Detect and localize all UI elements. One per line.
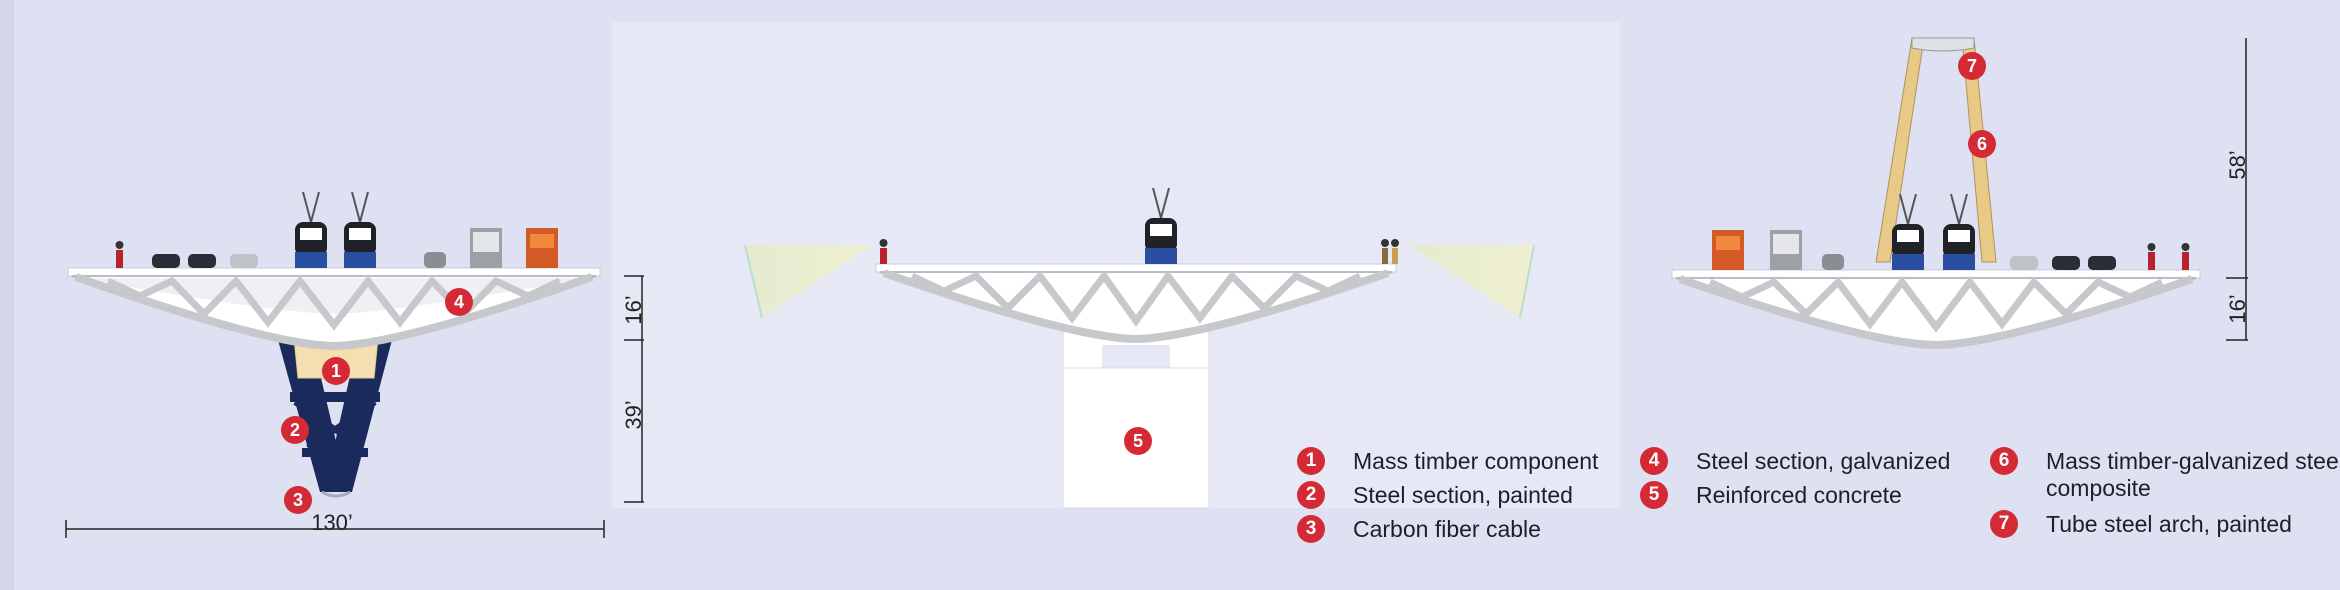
callout-6: 6 <box>1968 130 1996 158</box>
legend-badge-3: 3 <box>1297 515 1325 543</box>
middle-vehicles <box>879 187 1399 264</box>
right-vertical-dimension: 58’ 16’ <box>2225 38 2250 341</box>
legend-label-7: Tube steel arch, painted <box>2046 511 2292 537</box>
legend-badge-6: 6 <box>1990 447 2018 475</box>
right-arch-dimension: 58’ <box>2225 150 2250 179</box>
callout-5: 5 <box>1124 427 1152 455</box>
legend-label-2: Steel section, painted <box>1353 482 1573 508</box>
legend-item-7: 7 Tube steel arch, painted <box>1990 510 2292 538</box>
light-rail-car <box>1145 187 1177 264</box>
width-dimension: 130’ <box>65 510 605 538</box>
legend-label-6: Mass timber-galvanized steel composite <box>2046 448 2340 501</box>
svg-text:2: 2 <box>290 420 300 440</box>
legend-item-4: 4 Steel section, galvanized <box>1640 447 1951 475</box>
middle-deck-truss <box>875 263 1397 344</box>
svg-text:7: 7 <box>1967 56 1977 76</box>
right-vehicles <box>1712 193 2190 270</box>
legend-item-5: 5 Reinforced concrete <box>1640 481 1902 509</box>
left-vertical-dimension: 16’ 39’ <box>621 275 646 503</box>
light-rail-car <box>1892 193 1924 270</box>
callout-1: 1 <box>322 357 350 385</box>
legend-item-2: 2 Steel section, painted <box>1297 481 1573 509</box>
right-callouts: 7 6 <box>1958 52 1996 158</box>
width-label: 130’ <box>311 510 353 535</box>
svg-text:6: 6 <box>1977 134 1987 154</box>
right-deck-truss <box>1671 269 2201 350</box>
left-light-cone <box>745 245 872 318</box>
left-deck-dimension: 16’ <box>621 295 646 324</box>
legend-badge-4: 4 <box>1640 447 1668 475</box>
legend-badge-7: 7 <box>1990 510 2018 538</box>
left-section: 1 2 3 4 130’ <box>65 191 646 538</box>
left-vehicles <box>115 191 558 268</box>
legend-label-3: Carbon fiber cable <box>1353 516 1541 542</box>
legend-badge-2: 2 <box>1297 481 1325 509</box>
svg-text:4: 4 <box>454 292 464 312</box>
legend-item-1: 1 Mass timber component <box>1297 447 1599 475</box>
steel-pylon <box>278 340 392 498</box>
svg-text:1: 1 <box>331 361 341 381</box>
right-light-cone <box>1408 245 1534 318</box>
legend-badge-1: 1 <box>1297 447 1325 475</box>
light-rail-car <box>344 191 376 268</box>
svg-text:3: 3 <box>293 490 303 510</box>
legend-label-5: Reinforced concrete <box>1696 482 1902 508</box>
legend-label-1: Mass timber component <box>1353 448 1599 474</box>
callout-7: 7 <box>1958 52 1986 80</box>
light-rail-car <box>295 191 327 268</box>
left-callouts: 1 2 3 4 <box>281 288 473 514</box>
callout-2: 2 <box>281 416 309 444</box>
right-deck-dimension: 16’ <box>2225 294 2250 323</box>
middle-section: 5 <box>744 187 1535 509</box>
right-section: 7 6 58’ 16’ <box>1671 37 2250 350</box>
legend-badge-5: 5 <box>1640 481 1668 509</box>
svg-text:5: 5 <box>1133 431 1143 451</box>
callout-4: 4 <box>445 288 473 316</box>
left-below-dimension: 39’ <box>621 400 646 429</box>
light-rail-car <box>1943 193 1975 270</box>
legend-item-3: 3 Carbon fiber cable <box>1297 515 1541 543</box>
callout-3: 3 <box>284 486 312 514</box>
legend-item-6: 6 Mass timber-galvanized steel composite <box>1990 447 2340 502</box>
legend-label-4: Steel section, galvanized <box>1696 448 1951 474</box>
left-edge-stripe <box>0 0 14 590</box>
